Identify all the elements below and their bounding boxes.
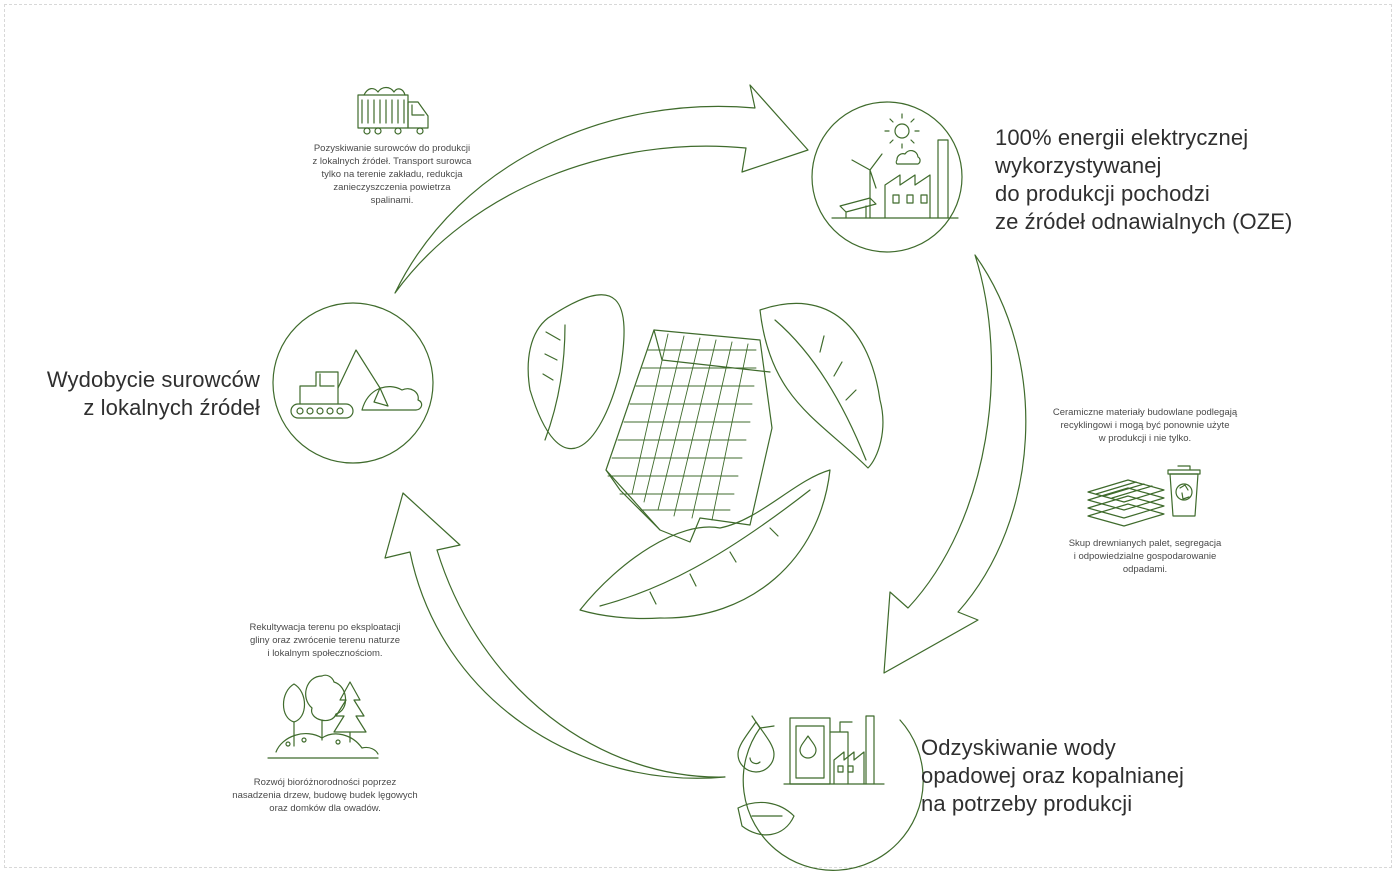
extraction-stage-circle [272,302,434,464]
water-stage-circle [742,719,924,871]
water-stage-title: Odzyskiwanie wody opadowej oraz kopalnia… [921,734,1184,818]
pallets-note: Skup drewnianych palet, segregacja i odp… [1050,537,1240,576]
arrow-water-to-extraction [384,492,726,779]
truck-icon [357,86,429,135]
arrow-extraction-to-energy [394,84,809,294]
note-line: zanieczyszczenia powietrza [333,182,451,193]
note-line: oraz domków dla owadów. [269,803,381,814]
trees-icon [267,674,379,759]
extraction-title-line: z lokalnych źródeł [83,395,260,420]
biodiversity-note: Rozwój bioróżnorodności poprzez nasadzen… [210,776,440,815]
note-line: nasadzenia drzew, budowę budek lęgowych [232,790,418,801]
note-line: Rekultywacja terenu po eksploatacji [249,622,401,633]
note-line: spalinami. [370,195,414,206]
water-title-line: Odzyskiwanie wody [921,735,1116,760]
recycle-bin-icon [1167,465,1201,517]
energy-title-line: 100% energii elektrycznej [995,125,1249,150]
note-line: Pozyskiwanie surowców do produkcji [313,143,471,154]
energy-stage-circle [811,101,963,253]
water-drop-icon [737,801,795,836]
arrow-energy-to-water [883,254,1027,674]
factory-renewable-icon [831,113,959,219]
page-frame [4,4,1392,868]
energy-title-line: do produkcji pochodzi [995,181,1210,206]
water-title-line: na potrzeby produkcji [921,791,1133,816]
note-line: i lokalnym społecznościom. [267,648,383,659]
note-line: odpadami. [1122,564,1168,575]
extraction-title-line: Wydobycie surowców [46,367,260,392]
energy-stage-title: 100% energii elektrycznej wykorzystywane… [995,124,1292,236]
note-line: tylko na terenie zakładu, redukcja [321,169,463,180]
pallets-icon [1087,479,1165,527]
note-line: z lokalnych źródeł. Transport surowca [312,156,472,167]
note-line: gliny oraz zwrócenie terenu naturze [250,635,400,646]
water-title-line: opadowej oraz kopalnianej [921,763,1185,788]
extraction-stage-title: Wydobycie surowców z lokalnych źródeł [30,366,260,422]
note-line: Rozwój bioróżnorodności poprzez [253,777,397,788]
recycling-note: Ceramiczne materiały budowlane podlegają… [1040,406,1250,445]
transport-note: Pozyskiwanie surowców do produkcji z lok… [302,142,482,207]
energy-title-line: ze źródeł odnawialnych (OZE) [995,209,1293,234]
note-line: w produkcji i nie tylko. [1098,433,1192,444]
brick-leaves-icon [527,294,884,620]
excavator-icon [290,349,423,419]
note-line: Skup drewnianych palet, segregacja [1068,538,1222,549]
water-factory-icon [737,715,885,785]
reclamation-note: Rekultywacja terenu po eksploatacji glin… [230,621,420,660]
note-line: i odpowiedzialne gospodarowanie [1073,551,1217,562]
note-line: recyklingowi i mogą być ponownie użyte [1060,420,1230,431]
note-line: Ceramiczne materiały budowlane podlegają [1052,407,1238,418]
energy-title-line: wykorzystywanej [995,153,1162,178]
